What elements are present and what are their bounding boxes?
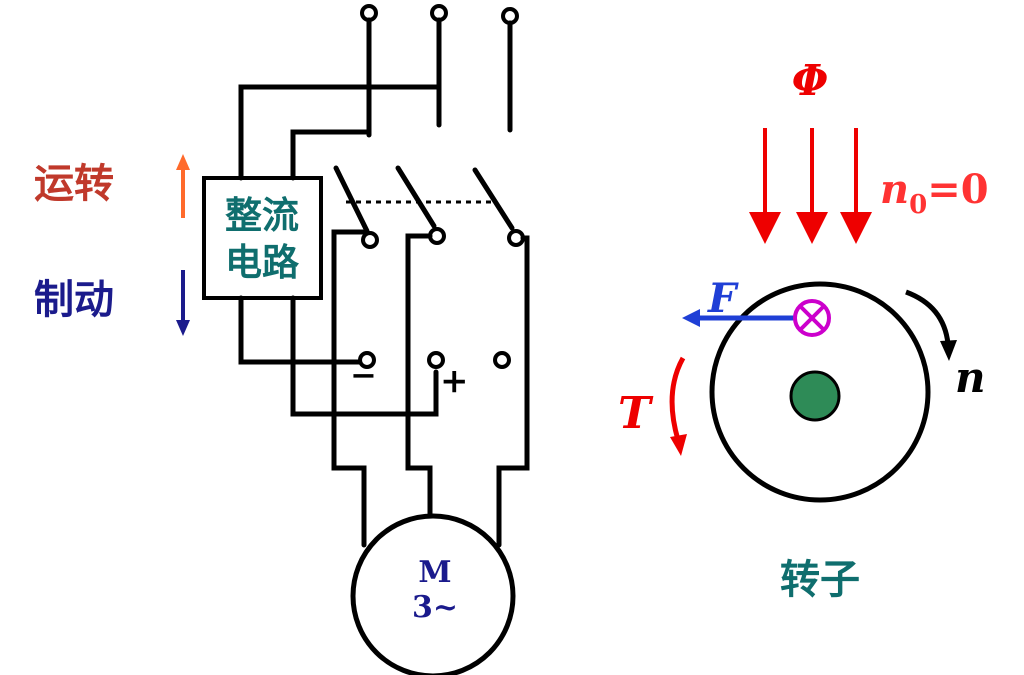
rectifier-box (202, 176, 323, 300)
brake-arrow (176, 270, 190, 336)
rotation-arrow (905, 289, 957, 361)
n0-value: =0 (927, 166, 988, 213)
minus-sign: − (350, 356, 377, 394)
brake-terminal-1 (358, 351, 376, 369)
switch-blade-2 (395, 165, 437, 229)
switch-blade-3 (472, 167, 515, 231)
switch-blade-1 (333, 165, 370, 234)
plus-sign: + (440, 361, 469, 401)
phase-wire-1 (331, 229, 367, 548)
brake-terminal-3 (493, 351, 511, 369)
run-label: 运转 (34, 161, 114, 207)
motor-circle (350, 513, 516, 675)
speed-label: n (955, 353, 986, 402)
run-arrow (176, 154, 190, 218)
n0-symbol: n (880, 166, 909, 213)
switch-terminals (361, 227, 525, 249)
phase-wire-2 (405, 233, 433, 518)
conductor-current-in-icon (793, 299, 831, 337)
torque-arrow (669, 356, 687, 456)
switch-terminal-1 (361, 231, 379, 249)
n0-subscript: 0 (909, 190, 927, 220)
rectifier-output-minus (238, 295, 363, 365)
phase-wire-3 (496, 235, 530, 548)
force-label: F (707, 275, 739, 322)
supply-terminals (360, 4, 519, 25)
rotor-shaft (789, 370, 841, 422)
rectifier-label-line2: 电路 (225, 241, 300, 284)
rectifier-label-line1: 整流 (225, 194, 299, 237)
n0-label: n0=0 (880, 166, 989, 220)
circuit (202, 4, 530, 675)
rectifier-feed-inner (290, 129, 372, 181)
rectifier-feed-outer (238, 84, 442, 181)
rotor-caption: 转子 (780, 557, 860, 603)
brake-terminal-2 (427, 351, 445, 369)
flux-label: Φ (792, 56, 829, 105)
rotor-diagram (669, 128, 957, 503)
motor-label-line1: M (418, 555, 451, 590)
brake-terminals (358, 351, 511, 369)
brake-label: 制动 (34, 277, 114, 323)
motor-label-line2: 3~ (412, 590, 458, 625)
torque-label: T (618, 388, 654, 439)
rectifier-output-plus (290, 295, 439, 417)
